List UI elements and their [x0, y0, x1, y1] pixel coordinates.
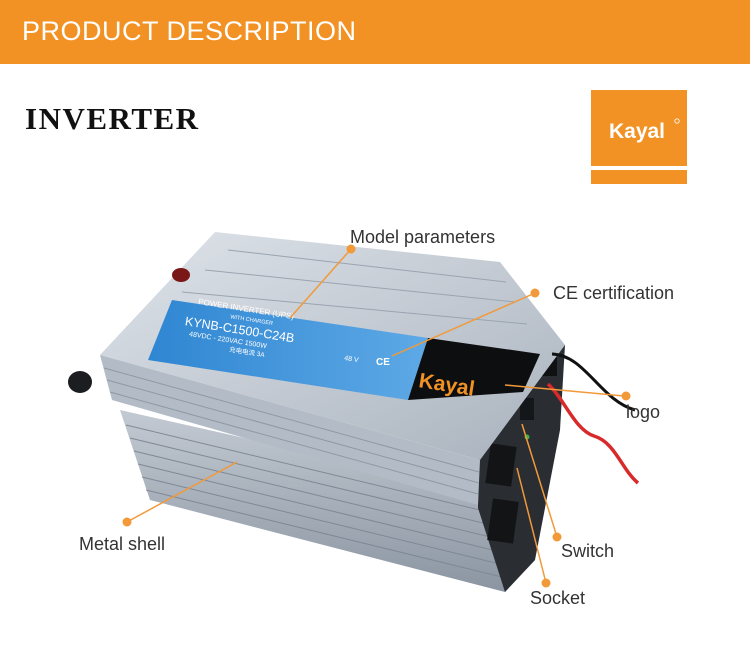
banner-title: PRODUCT DESCRIPTION: [22, 16, 357, 46]
socket-a: [485, 443, 517, 487]
heatsink-body: [120, 410, 535, 592]
callout-ce-certification: CE certification: [553, 283, 675, 303]
red-cable: [546, 382, 640, 485]
page-title: INVERTER: [25, 101, 200, 136]
leader-logo: [504, 384, 625, 397]
leader-switch: [521, 423, 558, 538]
callout-logo: logo: [626, 402, 661, 422]
callout-switch: Switch: [561, 541, 615, 561]
front-knob: [68, 371, 92, 393]
black-cable: [551, 352, 636, 412]
dot-switch: [552, 532, 562, 542]
dot-model-parameters: [346, 244, 356, 254]
brand-logo: Kayal: [591, 90, 687, 184]
callout-metal-shell: Metal shell: [79, 534, 166, 554]
callout-socket: Socket: [530, 588, 586, 608]
red-terminal: [172, 268, 190, 282]
front-bevel: [100, 355, 480, 505]
ce-mark: CE: [376, 357, 390, 368]
power-switch: [520, 398, 534, 420]
leader-socket: [516, 467, 547, 584]
dot-ce-certification: [530, 288, 540, 298]
label-voltage: 48 V: [344, 355, 360, 364]
callout-model-parameters: Model parameters: [350, 227, 496, 247]
dot-metal-shell: [122, 517, 132, 527]
logo-wordmark: Kayal: [609, 120, 665, 143]
dot-socket: [541, 578, 551, 588]
leader-metal-shell: [126, 461, 238, 523]
dot-logo: [621, 391, 631, 401]
socket-b: [487, 498, 519, 544]
header-banner: PRODUCT DESCRIPTION: [0, 0, 750, 64]
leader-model-parameters: [289, 248, 352, 319]
leader-ce-certification: [391, 292, 536, 357]
